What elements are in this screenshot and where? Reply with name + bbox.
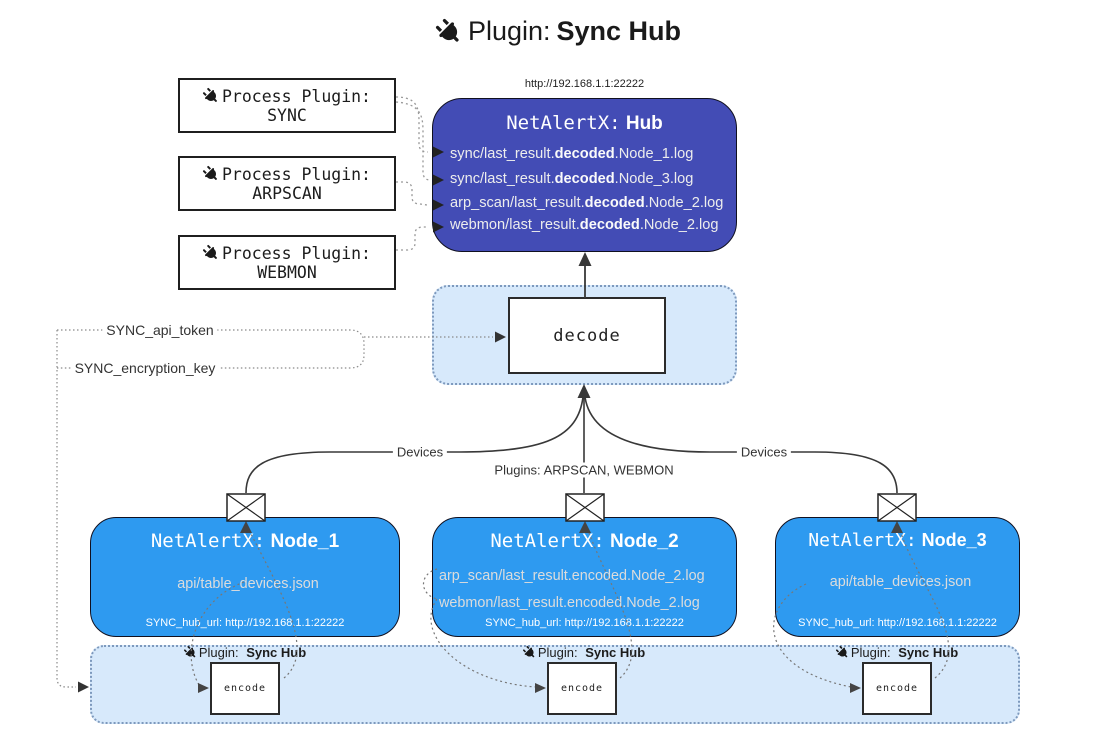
encode-box-3: encode bbox=[862, 662, 932, 715]
process-plugin-name: WEBMON bbox=[257, 262, 317, 282]
node-title: NetAlertX: Node_2 bbox=[490, 530, 679, 552]
node-hub-url: SYNC_hub_url: http://192.168.1.1:22222 bbox=[798, 617, 997, 629]
node-file: api/table_devices.json bbox=[829, 574, 972, 590]
node-2-box: NetAlertX: Node_2 arp_scan/last_result.e… bbox=[432, 517, 737, 637]
hub-log: sync/last_result.decoded.Node_1.log bbox=[450, 146, 694, 162]
plug-icon bbox=[431, 13, 468, 50]
node-1-box: NetAlertX: Node_1 api/table_devices.json… bbox=[90, 517, 400, 637]
hub-name-prefix: NetAlertX: bbox=[506, 112, 621, 134]
node-title: NetAlertX: Node_3 bbox=[808, 530, 987, 551]
hub-log-list: sync/last_result.decoded.Node_1.log sync… bbox=[433, 142, 736, 236]
node-hub-url: SYNC_hub_url: http://192.168.1.1:22222 bbox=[485, 617, 684, 629]
plug-icon bbox=[181, 643, 199, 661]
plug-icon bbox=[200, 85, 223, 108]
plug-icon bbox=[200, 242, 223, 265]
node-3-box: NetAlertX: Node_3 api/table_devices.json… bbox=[775, 517, 1020, 637]
process-plugin-webmon: Process Plugin: WEBMON bbox=[178, 235, 396, 290]
plug-icon bbox=[520, 643, 538, 661]
plug-icon bbox=[200, 163, 223, 186]
process-plugin-name: SYNC bbox=[267, 105, 307, 125]
encode-plugin-label: Plugin: Sync Hub bbox=[504, 645, 664, 660]
node-file: api/table_devices.json bbox=[177, 576, 319, 592]
edge-label-api-token: SYNC_api_token bbox=[102, 322, 218, 338]
encode-plugin-label: Plugin: Sync Hub bbox=[817, 645, 977, 660]
decode-box: decode bbox=[508, 297, 666, 374]
encode-box-1: encode bbox=[210, 662, 280, 715]
process-plugin-arpscan: Process Plugin: ARPSCAN bbox=[178, 156, 396, 211]
title-prefix: Plugin: bbox=[467, 16, 551, 46]
diagram-title: Plugin: Sync Hub bbox=[0, 16, 1117, 47]
node-title: NetAlertX: Node_1 bbox=[150, 530, 340, 552]
hub-box: NetAlertX: Hub sync/last_result.decoded.… bbox=[432, 98, 737, 252]
process-plugin-label: Process Plugin: bbox=[221, 86, 371, 106]
edge-label-devices-right: Devices bbox=[736, 444, 792, 460]
edge-label-plugins: Plugins: ARPSCAN, WEBMON bbox=[490, 462, 678, 478]
encode-box-2: encode bbox=[547, 662, 617, 715]
hub-log: webmon/last_result.decoded.Node_2.log bbox=[450, 217, 719, 233]
edge-label-encryption-key: SYNC_encryption_key bbox=[70, 360, 220, 376]
hub-log: sync/last_result.decoded.Node_3.log bbox=[450, 171, 694, 187]
hub-log: arp_scan/last_result.decoded.Node_2.log bbox=[450, 195, 724, 211]
process-plugin-sync: Process Plugin: SYNC bbox=[178, 78, 396, 133]
node-file: arp_scan/last_result.encoded.Node_2.log bbox=[439, 568, 705, 584]
plug-icon bbox=[833, 643, 851, 661]
hub-url: http://192.168.1.1:22222 bbox=[524, 78, 645, 90]
edge-label-devices-left: Devices bbox=[392, 444, 448, 460]
title-bold: Sync Hub bbox=[556, 16, 682, 46]
hub-title: NetAlertX: Hub bbox=[433, 112, 736, 135]
process-plugin-label: Process Plugin: bbox=[221, 164, 371, 184]
node-hub-url: SYNC_hub_url: http://192.168.1.1:22222 bbox=[145, 617, 345, 629]
node-file: webmon/last_result.encoded.Node_2.log bbox=[439, 595, 700, 611]
process-plugin-label: Process Plugin: bbox=[221, 243, 371, 263]
encode-plugin-label: Plugin: Sync Hub bbox=[165, 645, 325, 660]
hub-name-bold: Hub bbox=[625, 113, 663, 134]
process-plugin-name: ARPSCAN bbox=[252, 183, 322, 203]
